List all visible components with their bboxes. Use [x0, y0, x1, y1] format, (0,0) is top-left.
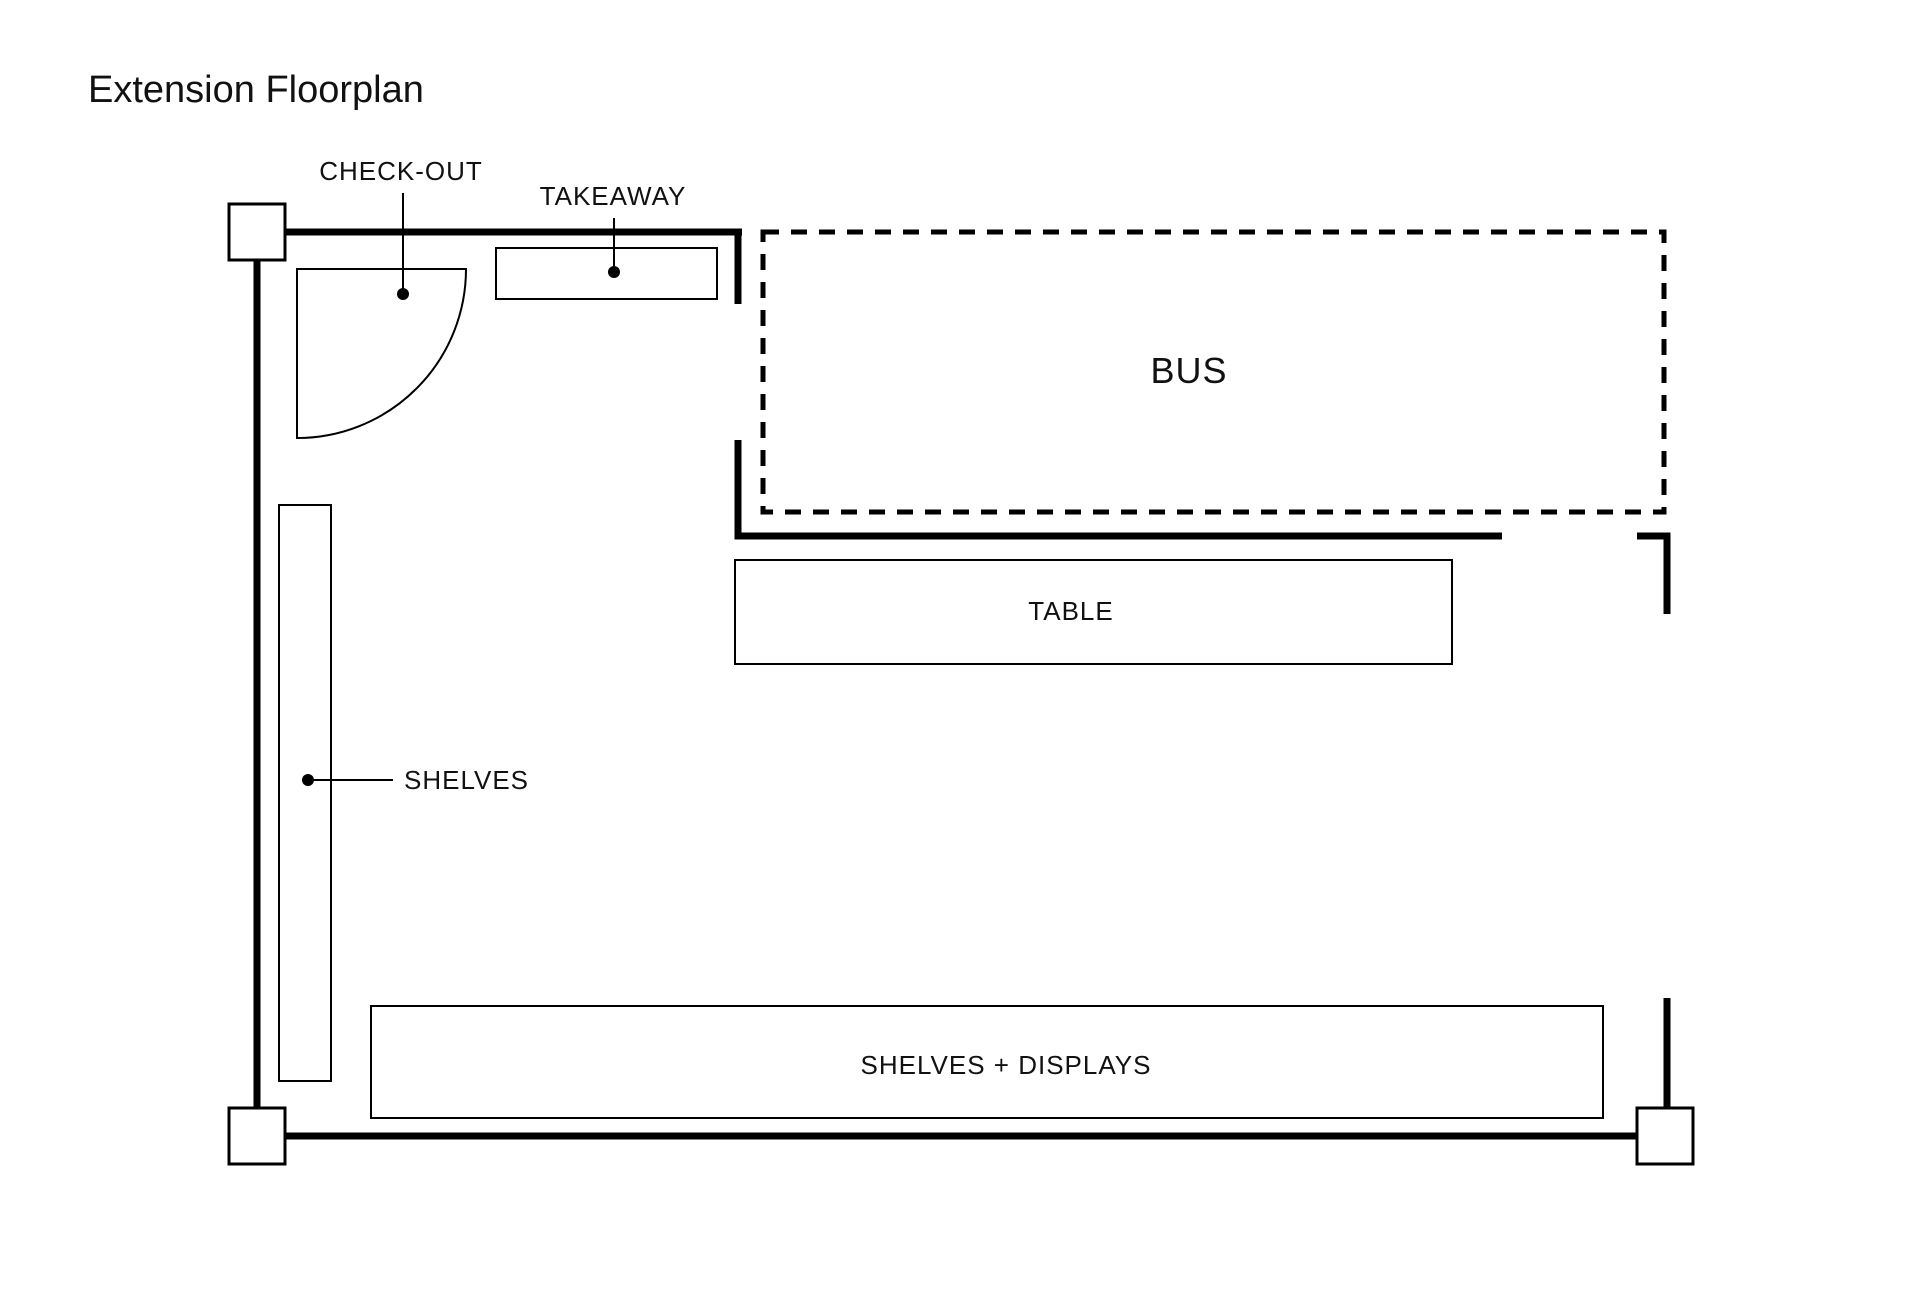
pillar-bottom-left — [227, 1106, 287, 1166]
table-label: TABLE — [1028, 596, 1113, 626]
table — [734, 559, 1453, 665]
checkout-dot — [397, 288, 409, 300]
checkout-label: CHECK-OUT — [319, 156, 483, 186]
bus-zone — [760, 229, 1667, 515]
wall-right-upper — [1637, 532, 1671, 614]
takeaway-counter — [495, 247, 718, 300]
takeaway-label: TAKEAWAY — [540, 181, 687, 211]
bus-label: BUS — [1150, 350, 1227, 391]
checkout-door — [296, 268, 468, 440]
diagram-title: Extension Floorplan — [88, 69, 424, 111]
pillar-bottom-right — [1635, 1106, 1695, 1166]
wall-bus-lower — [734, 440, 1502, 540]
takeaway-dot — [608, 266, 620, 278]
shelves-displays-label: SHELVES + DISPLAYS — [861, 1050, 1152, 1080]
shelves-left — [278, 504, 332, 1082]
walls — [253, 228, 1671, 1140]
shelves-displays — [370, 1005, 1604, 1119]
pillar-top-left — [227, 202, 287, 262]
shelves-label: SHELVES — [404, 765, 529, 795]
